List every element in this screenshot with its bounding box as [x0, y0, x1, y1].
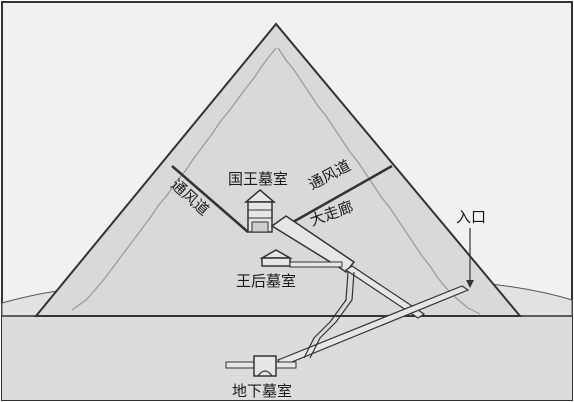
pyramid-outline: [33, 22, 523, 317]
label-king-chamber: 国王墓室: [228, 170, 288, 188]
ascending-passage: [344, 265, 426, 319]
queen-chamber: [259, 249, 293, 267]
air-shaft-left: [171, 165, 249, 233]
well-shaft: [303, 271, 349, 359]
casing-edge-right: [277, 47, 481, 315]
subterranean-chamber: [253, 355, 277, 377]
label-entrance: 入口: [456, 208, 486, 226]
air-shaft-right: [285, 164, 393, 228]
queen-passage: [289, 261, 343, 268]
casing-edge: [71, 47, 277, 311]
king-chamber: [243, 189, 277, 233]
label-queen-chamber: 王后墓室: [236, 272, 296, 290]
subterranean-chamber-arch: [257, 370, 273, 377]
well-shaft-inner: [309, 271, 355, 359]
entrance-arrow-head: [466, 280, 474, 288]
label-subterranean-chamber: 地下墓室: [232, 382, 292, 400]
